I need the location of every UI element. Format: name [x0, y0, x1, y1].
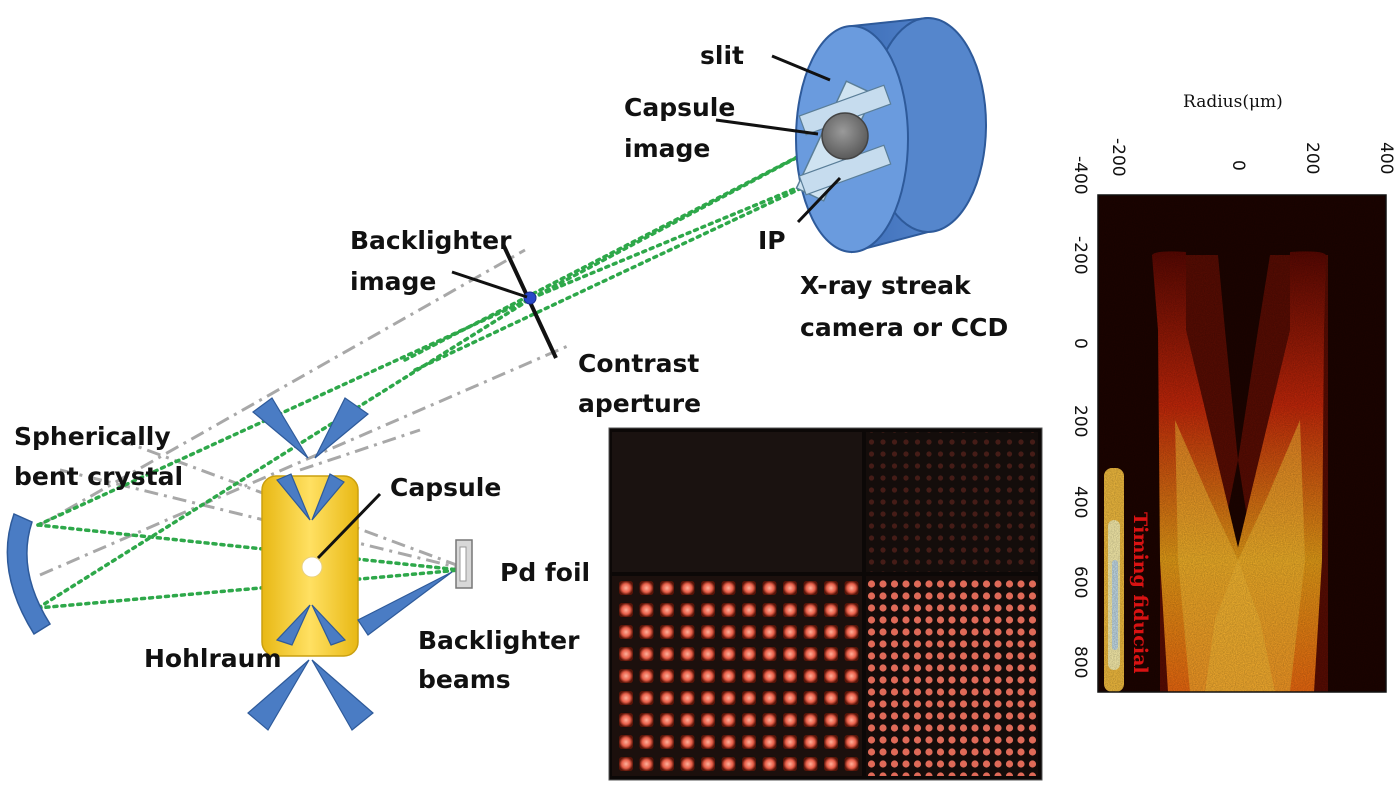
streak-y-tick: 800 [1070, 646, 1090, 679]
label-backlighter-image-line2: image [350, 267, 437, 296]
streak-y-tick: 0 [1070, 338, 1090, 349]
capsule [301, 556, 323, 578]
contrast-aperture [501, 243, 558, 359]
xray-streak-camera [795, 16, 987, 254]
label-capsule-image-line2: image [624, 134, 711, 163]
hohlraum-assembly [247, 397, 473, 731]
label-backlighter-image-line1: Backlighter [350, 226, 512, 255]
leader-lines [316, 54, 842, 560]
streak-y-tick: -400 [1070, 156, 1090, 195]
label-contrast-line1: Contrast [578, 349, 700, 378]
label-capsule-image-line1: Capsule [624, 93, 736, 122]
grid-panel-top-left [612, 432, 862, 572]
spherically-bent-crystal [6, 512, 52, 636]
streak-x-tick: 400 [1376, 142, 1396, 175]
green-dotted-rays [36, 138, 842, 610]
pd-foil [455, 539, 473, 589]
dot-grid-image [608, 427, 1043, 781]
label-camera-line2: camera or CCD [800, 313, 1009, 342]
label-crystal-line2: bent crystal [14, 462, 184, 491]
label-capsule: Capsule [390, 473, 502, 502]
label-contrast-line2: aperture [578, 389, 702, 418]
streak-image [1097, 194, 1387, 693]
streak-x-axis-title: Radius(μm) [1183, 92, 1283, 112]
streak-y-tick: -200 [1070, 236, 1090, 275]
ray-paths [36, 138, 842, 610]
capsule-image-disc [821, 112, 869, 160]
label-slit: slit [700, 41, 744, 70]
label-camera-line1: X-ray streak [800, 271, 971, 300]
streak-x-tick: 200 [1302, 142, 1322, 175]
streak-x-tick: -200 [1108, 138, 1128, 177]
laser-cones [247, 397, 453, 731]
label-ip: IP [758, 226, 786, 255]
streak-y-tick: 600 [1070, 566, 1090, 599]
label-crystal-line1: Spherically [14, 422, 171, 451]
streak-y-tick: 200 [1070, 405, 1090, 438]
label-backlighter-beams-line1: Backlighter [418, 626, 580, 655]
timing-fiducial-label: Timing fiducial [1129, 512, 1151, 674]
streak-y-tick: 400 [1070, 486, 1090, 519]
label-backlighter-beams-line2: beams [418, 665, 511, 694]
streak-x-tick: 0 [1228, 160, 1248, 171]
label-pd-foil: Pd foil [500, 558, 591, 587]
label-hohlraum: Hohlraum [144, 644, 282, 673]
